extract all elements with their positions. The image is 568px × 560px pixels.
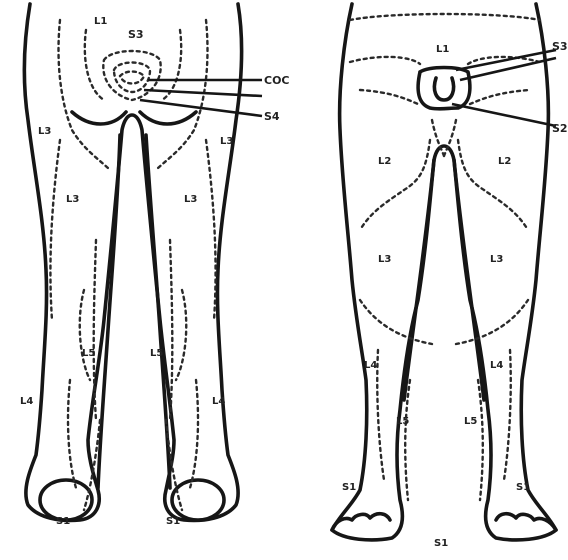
posterior-label-s1-right: S1: [166, 516, 180, 527]
posterior-left-heel: [40, 480, 92, 520]
anterior-label-l3-left: L3: [378, 254, 391, 265]
posterior-body-outline: [24, 4, 241, 520]
posterior-label-l1: L1: [94, 16, 107, 27]
s2-callout-leader: [452, 104, 556, 126]
posterior-label-l3-knee-right: L3: [184, 194, 197, 205]
posterior-label-l4-left: L4: [20, 396, 33, 407]
posterior-label-l5-left: L5: [82, 348, 95, 359]
posterior-inner-legs-right: [146, 135, 170, 488]
anterior-label-l1: L1: [436, 44, 449, 55]
posterior-label-s4: S4: [264, 110, 280, 123]
anterior-callout-s2: S2: [552, 122, 568, 135]
posterior-right-heel: [172, 480, 224, 520]
posterior-label-s3: S3: [128, 28, 144, 41]
posterior-inner-legs: [98, 135, 120, 488]
s3-callout-leader: [456, 50, 556, 70]
anterior-body-outline: [332, 4, 556, 540]
posterior-label-l4-right: L4: [212, 396, 225, 407]
coc-leader-2: [144, 90, 262, 96]
anterior-label-s1-left: S1: [342, 482, 356, 493]
anterior-label-l5-left: L5: [396, 416, 409, 427]
posterior-label-l3-knee-left: L3: [66, 194, 79, 205]
posterior-label-s1-left: S1: [56, 516, 70, 527]
anterior-label-l3-right: L3: [490, 254, 503, 265]
s4-leader: [140, 100, 262, 116]
anterior-label-s1-right: S1: [516, 482, 530, 493]
anterior-label-l5-right: L5: [464, 416, 477, 427]
anterior-view: L1 L2 L2 L3 L3 L4 L4 L5 L5 S1 S1 S1 S3 S…: [332, 4, 568, 549]
posterior-label-l3-right: L3: [220, 136, 233, 147]
anterior-label-s1-bottom: S1: [434, 538, 448, 549]
anterior-label-l4-right: L4: [490, 360, 503, 371]
anterior-label-l2-left: L2: [378, 156, 391, 167]
anterior-callout-s3: S3: [552, 40, 568, 53]
posterior-label-l3-left: L3: [38, 126, 51, 137]
posterior-label-l5-right: L5: [150, 348, 163, 359]
anterior-label-l4-left: L4: [364, 360, 377, 371]
posterior-label-coc: COC: [264, 74, 290, 87]
anterior-label-l2-right: L2: [498, 156, 511, 167]
anterior-genital-outline: [418, 68, 470, 109]
posterior-view: S3 COC S4 L1 L3 L3 L3 L3 L4 L4 L5 L5 S1 …: [20, 4, 290, 527]
anterior-inner-legs: [404, 160, 484, 400]
